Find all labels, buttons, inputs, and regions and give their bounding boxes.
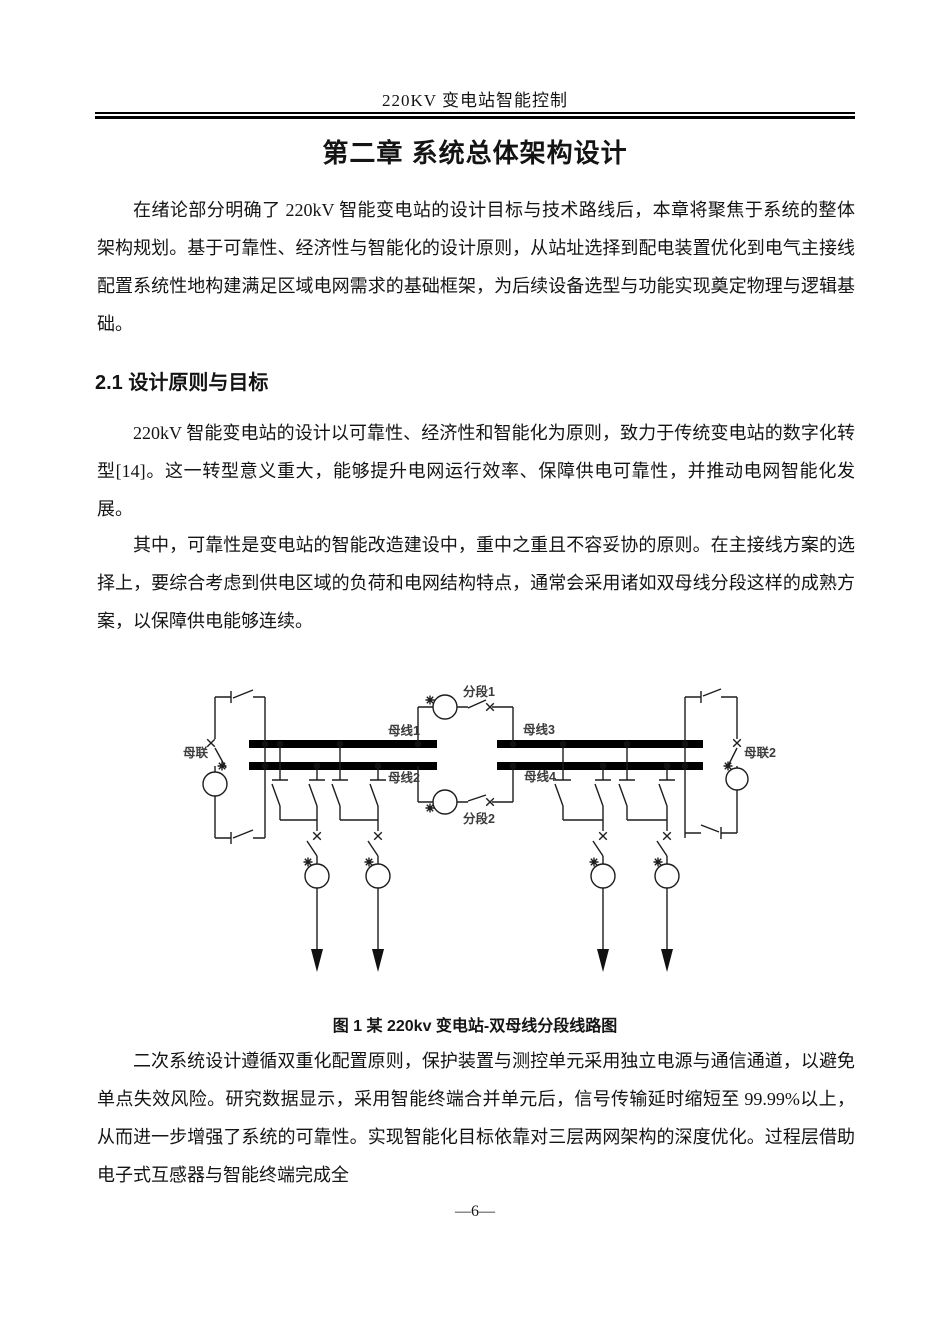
junction-dots [261,740,689,770]
figure-caption: 图 1 某 220kv 变电站-双母线分段线路图 [332,1018,618,1035]
paragraph-reliability: 其中，可靠性是变电站的智能改造建设中，重中之重且不容妥协的原则。在主接线方案的选… [97,535,855,631]
feeder-bay-1 [271,744,330,972]
feeder-bay-2 [331,744,391,972]
feeder-bay-4 [618,744,680,972]
page-number: —6— [455,1203,495,1220]
paragraph-intro: 在绪论部分明确了 220kV 智能变电站的设计目标与技术路线后，本章将聚焦于系统… [97,200,855,334]
chapter-title: 第二章 系统总体架构设计 [322,138,628,168]
busbar-2-label: 母线2 [388,770,420,785]
busbar-1-label: 母线1 [388,723,420,738]
coupler-right-label: 母联2 [744,746,776,760]
header-double-rule [95,112,855,119]
feeder-arrow [311,949,323,972]
paragraph-secondary-system: 二次系统设计遵循双重化配置原则，保护装置与测控单元采用独立电源与通信通道，以避免… [97,1051,855,1185]
section-heading-2-1: 2.1 设计原则与目标 [95,372,269,394]
wiring-diagram-figure: 母线1 母线2 母线3 母线4 母联 母联2 分段1 分段2 [183,684,776,972]
coupler-left-label: 母联 [183,746,209,760]
paragraph-design-principles: 220kV 智能变电站的设计以可靠性、经济性和智能化为原则，致力于传统变电站的数… [97,423,855,519]
feeder-arrow [661,949,673,972]
feeder-arrow [372,949,384,972]
busbar-3-label: 母线3 [523,722,555,737]
section-bottom-label: 分段2 [463,811,495,826]
section-link-top [417,694,514,744]
section-top-label: 分段1 [463,684,495,699]
running-header-title: 220KV 变电站智能控制 [382,91,568,110]
feeder-bay-3 [554,744,616,972]
section-link-bottom [417,766,514,815]
feeder-arrow [597,949,609,972]
busbar-4-label: 母线4 [524,769,556,784]
